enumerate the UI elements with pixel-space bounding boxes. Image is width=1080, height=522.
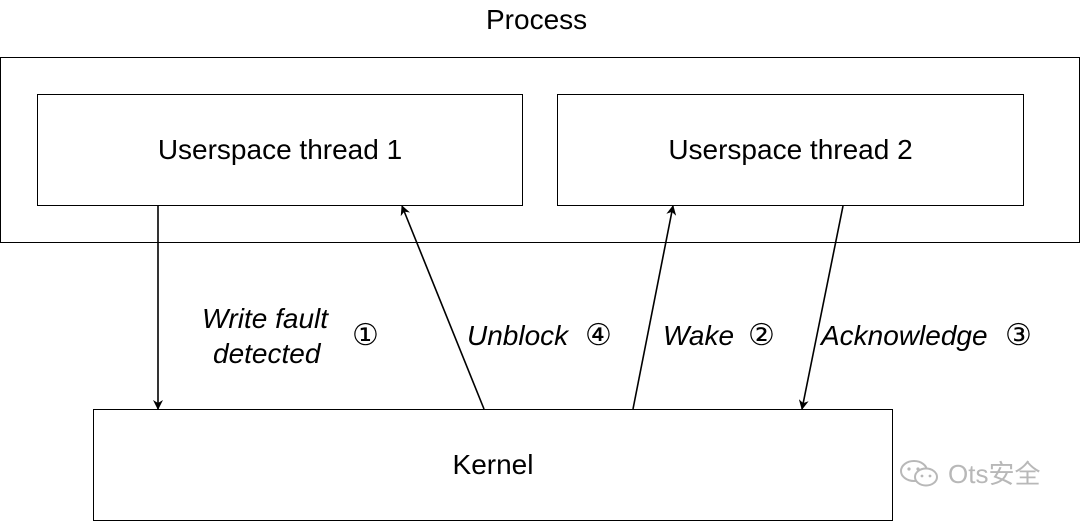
kernel-label: Kernel [452, 449, 534, 480]
userspace-thread-1-label: Userspace thread 1 [157, 134, 403, 165]
write-fault-step-number: ① [352, 318, 379, 353]
unblock-label: Unblock [467, 320, 569, 351]
watermark: Ots安全 [898, 458, 1040, 490]
wake-label: Wake [663, 320, 735, 351]
acknowledge-label: Acknowledge [821, 320, 988, 351]
userspace-thread-1-box: Userspace thread 1 [37, 94, 523, 206]
userspace-thread-2-box: Userspace thread 2 [557, 94, 1024, 206]
wechat-icon [900, 460, 938, 487]
write-fault-label-line1: Write fault [202, 303, 329, 334]
watermark-text: Ots安全 [948, 459, 1041, 489]
acknowledge-step-number: ③ [1005, 318, 1032, 353]
wake-step-number: ② [748, 318, 775, 353]
process-title: Process [486, 4, 588, 35]
userspace-thread-2-label: Userspace thread 2 [668, 134, 913, 165]
write-fault-label-line2: detected [213, 338, 321, 369]
kernel-box: Kernel [93, 409, 893, 521]
unblock-step-number: ④ [585, 318, 612, 353]
